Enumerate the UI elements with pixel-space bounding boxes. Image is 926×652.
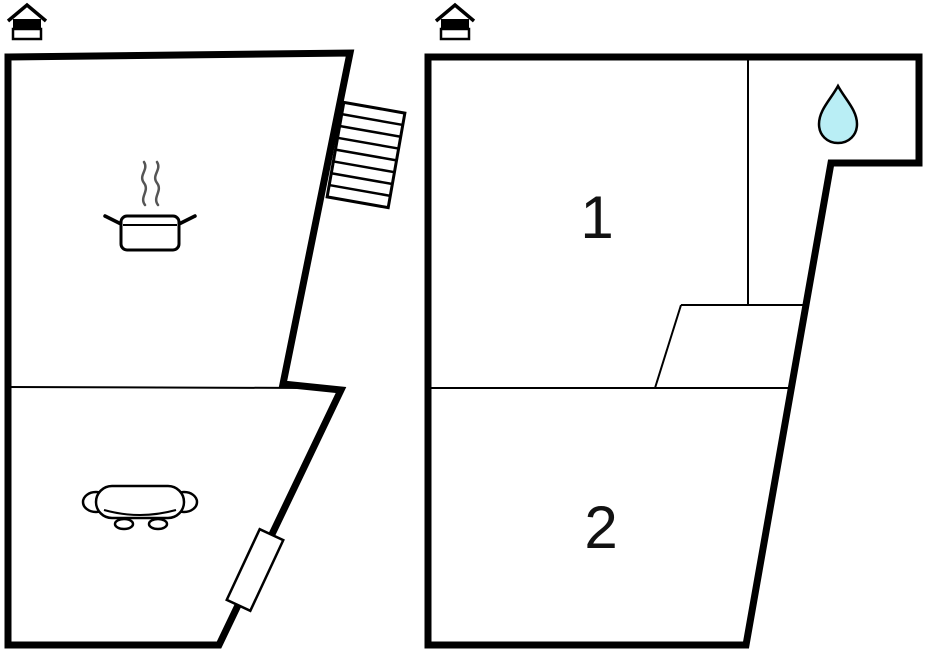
- sofa-foot-left: [113, 517, 135, 531]
- house-band: [441, 19, 469, 29]
- room-1-label: 1: [580, 184, 613, 251]
- pot-body: [119, 214, 181, 252]
- pot-handle-left: [103, 214, 123, 226]
- door-marker-icon: [225, 527, 285, 613]
- room-2-label: 2: [584, 494, 617, 561]
- cooking-pot-icon: [103, 214, 197, 252]
- left-room-divider-line: [5, 386, 313, 389]
- house-body: [11, 27, 43, 41]
- sofa-body: [94, 484, 186, 520]
- right-unit: 1 2: [424, 2, 923, 649]
- sofa-foot-right: [147, 517, 169, 531]
- house-icon: [6, 2, 48, 41]
- landing-diagonal-line: [654, 304, 682, 389]
- house-body: [439, 27, 471, 41]
- water-drop-icon: [817, 83, 859, 145]
- house-band: [13, 19, 41, 29]
- steam-icon: [140, 160, 161, 207]
- house-icon: [434, 2, 476, 41]
- left-unit: [4, 2, 407, 649]
- stairs-icon: [325, 100, 407, 210]
- pot-handle-right: [177, 214, 197, 226]
- house-roof: [434, 2, 476, 23]
- right-unit-outline: [424, 53, 923, 649]
- sofa-seat-line: [103, 509, 177, 516]
- house-roof: [6, 2, 48, 23]
- sofa-icon: [81, 484, 199, 531]
- left-unit-outline: [4, 49, 355, 649]
